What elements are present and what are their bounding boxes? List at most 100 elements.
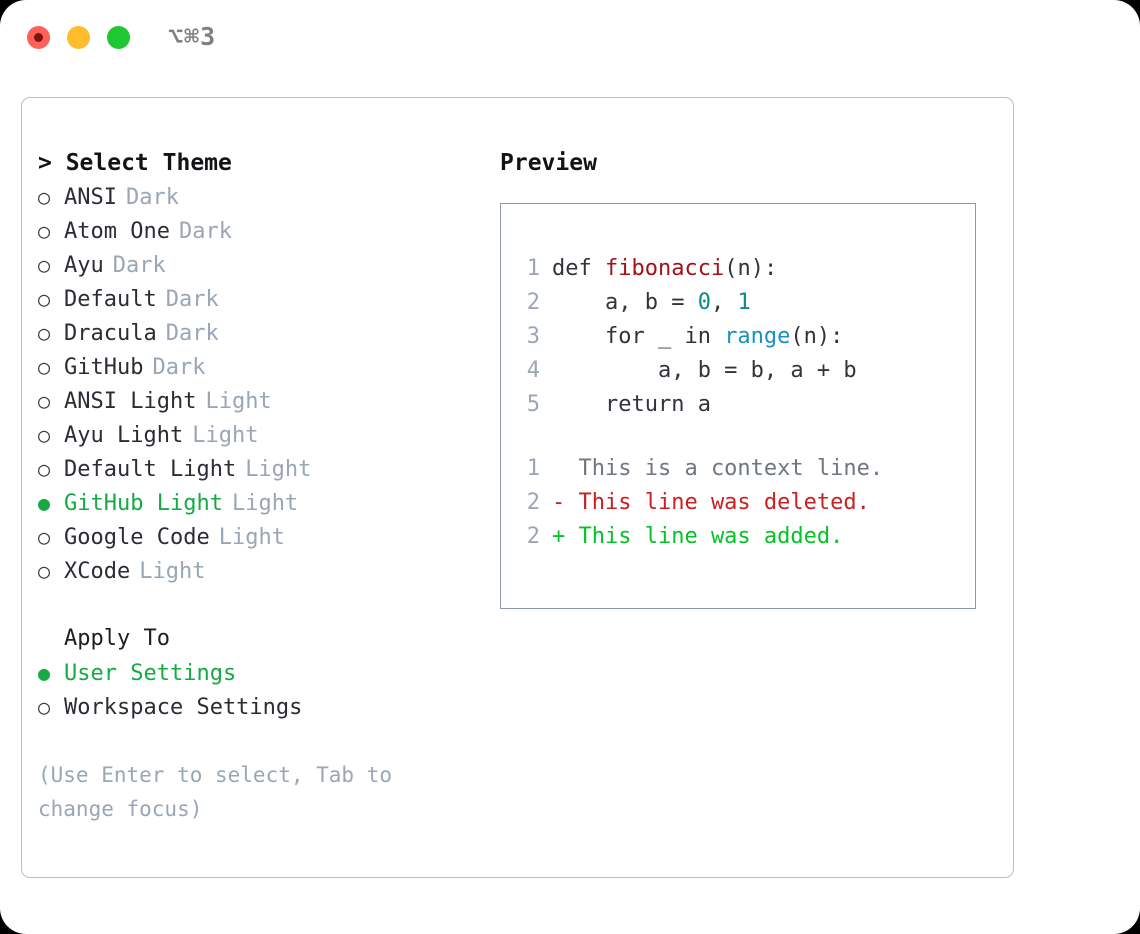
apply-to-list[interactable]: ● User Settings ○ Workspace Settings [38, 656, 478, 724]
theme-option-label: GitHub Light [64, 491, 223, 516]
diff-line: 2 + This line was added. [514, 520, 967, 554]
code-line: 4 a, b = b, a + b [514, 354, 967, 388]
code-line: 3 for _ in range(n): [514, 320, 967, 354]
theme-option-category: Dark [112, 253, 166, 278]
radio-unselected-icon[interactable]: ○ [38, 321, 51, 345]
code-token-plain: return a [552, 392, 711, 417]
theme-option-row[interactable]: ○ Atom One Dark [38, 214, 478, 248]
theme-option-row[interactable]: ● GitHub Light Light [38, 486, 478, 520]
radio-unselected-icon[interactable]: ○ [38, 185, 51, 209]
theme-option-label: Ayu Light [64, 423, 184, 448]
code-line-content: return a [552, 388, 711, 422]
theme-option-label: XCode [64, 559, 131, 584]
minimize-button[interactable] [67, 26, 90, 49]
code-token-plain: (n): [724, 256, 778, 281]
line-number: 2 [526, 524, 540, 549]
theme-option-category: Dark [165, 321, 219, 346]
theme-option-label: ANSI Light [64, 389, 197, 414]
radio-unselected-icon[interactable]: ○ [38, 355, 51, 379]
theme-option-label: ANSI [64, 185, 117, 210]
list-spacer [38, 588, 478, 622]
code-line-content: def fibonacci(n): [552, 252, 777, 286]
code-line-content: a, b = 0, 1 [552, 286, 751, 320]
theme-option-row[interactable]: ○ Dracula Dark [38, 316, 478, 350]
code-token-builtin: range [724, 324, 791, 349]
code-line-content: for _ in range(n): [552, 320, 843, 354]
preview-heading: Preview [500, 150, 597, 176]
radio-unselected-icon[interactable]: ○ [38, 457, 51, 481]
apply-to-heading: Apply To [64, 626, 170, 651]
theme-option-label: Default [64, 287, 157, 312]
apply-to-option-label: Workspace Settings [64, 695, 303, 720]
code-token-plain: (n): [790, 324, 844, 349]
line-number: 2 [526, 490, 540, 515]
theme-option-category: Dark [178, 219, 232, 244]
radio-selected-icon[interactable]: ● [38, 491, 51, 515]
theme-option-row[interactable]: ○ ANSI Dark [38, 180, 478, 214]
diff-line-del: - This line was deleted. [552, 490, 870, 515]
theme-option-category: Light [205, 389, 272, 414]
theme-option-label: GitHub [64, 355, 144, 380]
code-line-content: a, b = b, a + b [552, 354, 857, 388]
title-bar: ⌥⌘3 [0, 0, 1140, 76]
radio-unselected-icon[interactable]: ○ [38, 389, 51, 413]
code-diff-separator [514, 422, 967, 452]
diff-line: 1 This is a context line. [514, 452, 967, 486]
code-line: 1 def fibonacci(n): [514, 252, 967, 286]
code-token-plain: a, b = [552, 290, 698, 315]
radio-unselected-icon[interactable]: ○ [38, 423, 51, 447]
apply-to-option-label: User Settings [64, 661, 237, 686]
radio-unselected-icon[interactable]: ○ [38, 559, 51, 583]
theme-option-category: Dark [152, 355, 206, 380]
close-icon [34, 33, 43, 42]
theme-option-row[interactable]: ○ GitHub Dark [38, 350, 478, 384]
radio-unselected-icon[interactable]: ○ [38, 525, 51, 549]
diff-line-ctx: This is a context line. [552, 456, 884, 481]
theme-option-category: Dark [125, 185, 179, 210]
line-number: 1 [526, 256, 540, 281]
keyboard-shortcut-label: ⌥⌘3 [168, 22, 217, 51]
code-token-num: 1 [737, 290, 751, 315]
code-line: 5 return a [514, 388, 967, 422]
radio-unselected-icon[interactable]: ○ [38, 287, 51, 311]
theme-option-category: Light [192, 423, 259, 448]
theme-option-row[interactable]: ○ Ayu Light Light [38, 418, 478, 452]
diff-line-add: + This line was added. [552, 524, 844, 549]
line-number: 1 [526, 456, 540, 481]
radio-unselected-icon[interactable]: ○ [38, 253, 51, 277]
theme-option-category: Light [139, 559, 206, 584]
maximize-button[interactable] [107, 26, 130, 49]
line-number: 2 [526, 290, 540, 315]
select-theme-heading: > Select Theme [38, 150, 232, 176]
theme-option-row[interactable]: ○ Google Code Light [38, 520, 478, 554]
radio-unselected-icon[interactable]: ○ [38, 219, 51, 243]
theme-option-category: Dark [165, 287, 219, 312]
theme-option-label: Atom One [64, 219, 170, 244]
theme-option-row[interactable]: ○ XCode Light [38, 554, 478, 588]
close-button[interactable] [27, 26, 50, 49]
theme-option-category: Light [218, 525, 285, 550]
apply-to-option-row[interactable]: ○ Workspace Settings [38, 690, 478, 724]
theme-option-label: Dracula [64, 321, 157, 346]
line-number: 5 [526, 392, 540, 417]
radio-unselected-icon[interactable]: ○ [38, 695, 51, 719]
theme-option-label: Google Code [64, 525, 210, 550]
code-line: 2 a, b = 0, 1 [514, 286, 967, 320]
apply-to-option-row[interactable]: ● User Settings [38, 656, 478, 690]
theme-option-category: Light [231, 491, 299, 516]
code-token-plain: a, b = b, a + b [552, 358, 857, 383]
code-token-fn: fibonacci [604, 256, 725, 281]
theme-option-row[interactable]: ○ Default Dark [38, 282, 478, 316]
code-token-plain: def [552, 256, 605, 281]
code-token-plain: , [710, 290, 738, 315]
radio-selected-icon[interactable]: ● [38, 661, 51, 685]
theme-option-row[interactable]: ○ ANSI Light Light [38, 384, 478, 418]
